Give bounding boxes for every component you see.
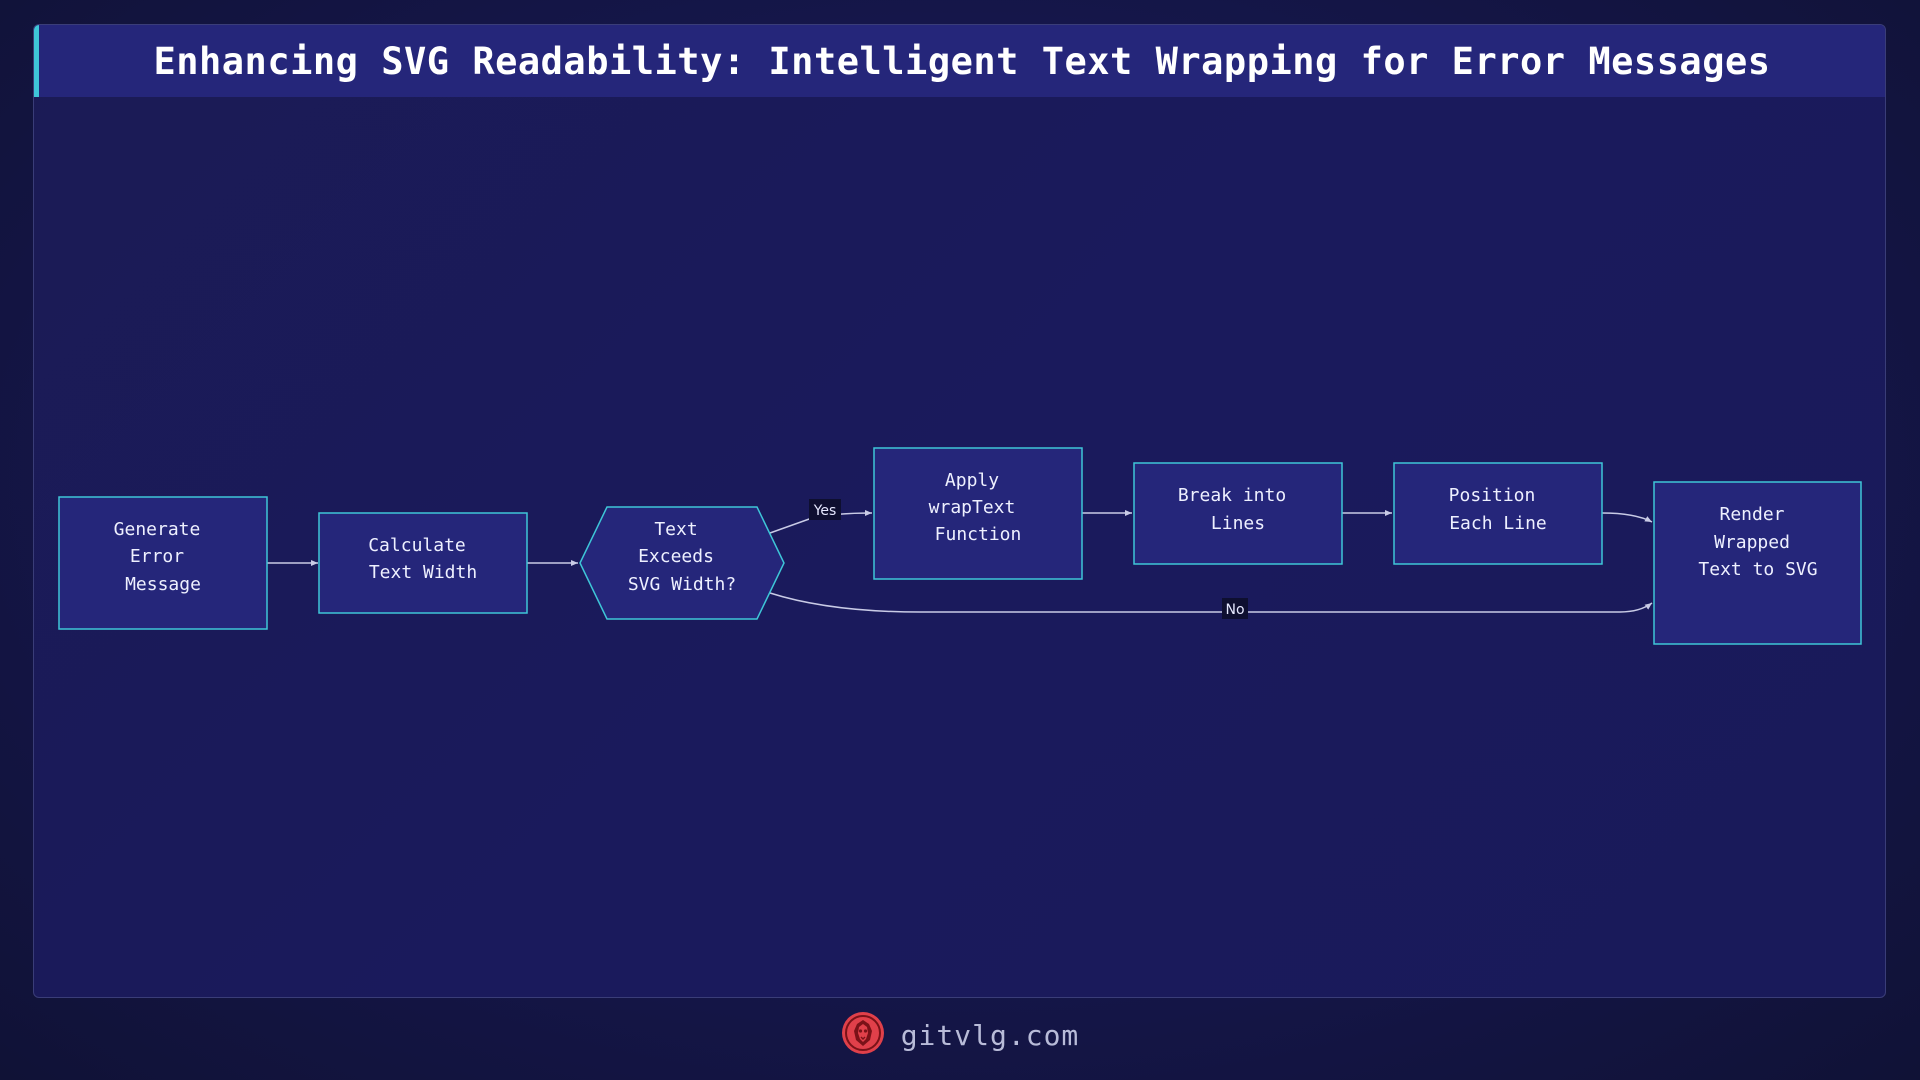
svg-text:Render: Render bbox=[1719, 504, 1784, 525]
svg-text:Text: Text bbox=[654, 519, 697, 540]
svg-text:Exceeds: Exceeds bbox=[638, 546, 714, 567]
node-position-each-line: Position Each Line bbox=[1393, 462, 1603, 565]
svg-text:Break into: Break into bbox=[1178, 485, 1286, 506]
svg-text:Wrapped: Wrapped bbox=[1714, 532, 1790, 553]
node-render-wrapped-text-to-svg: Render Wrapped Text to SVG bbox=[1653, 481, 1862, 645]
svg-text:Calculate: Calculate bbox=[368, 535, 466, 556]
edge-label-no: No bbox=[1222, 598, 1248, 619]
node-calculate-text-width: Calculate Text Width bbox=[318, 512, 528, 614]
svg-text:Position: Position bbox=[1449, 485, 1536, 506]
svg-text:wrapText: wrapText bbox=[929, 497, 1016, 518]
svg-text:Message: Message bbox=[125, 574, 201, 595]
svg-text:Error: Error bbox=[130, 546, 184, 567]
node-break-into-lines: Break into Lines bbox=[1133, 462, 1343, 565]
svg-text:Text to SVG: Text to SVG bbox=[1698, 559, 1817, 580]
footer-site-link[interactable]: gitvlg.com bbox=[900, 1018, 1080, 1052]
svg-text:Generate: Generate bbox=[114, 519, 201, 540]
edge-decision-to-render bbox=[769, 592, 1653, 613]
svg-text:SVG Width?: SVG Width? bbox=[628, 574, 736, 595]
edge-label-yes: Yes bbox=[809, 499, 841, 520]
page-title: Enhancing SVG Readability: Intelligent T… bbox=[153, 39, 1771, 83]
footer: gitvlg.com bbox=[0, 1010, 1920, 1060]
svg-text:Apply: Apply bbox=[945, 470, 999, 491]
svg-text:Yes: Yes bbox=[813, 503, 837, 519]
svg-text:Function: Function bbox=[935, 524, 1022, 545]
node-generate-error-message: Generate Error Message bbox=[58, 496, 268, 630]
svg-text:No: No bbox=[1225, 602, 1244, 618]
svg-text:Text Width: Text Width bbox=[369, 562, 477, 583]
title-bar: Enhancing SVG Readability: Intelligent T… bbox=[34, 25, 1885, 97]
edge-position-to-render bbox=[1601, 512, 1653, 523]
node-text-exceeds-svg-width: Text Exceeds SVG Width? bbox=[579, 506, 785, 620]
node-apply-wraptext-function: Apply wrapText Function bbox=[873, 447, 1083, 580]
svg-text:Each Line: Each Line bbox=[1449, 513, 1547, 534]
svg-text:Lines: Lines bbox=[1211, 513, 1265, 534]
lion-head-icon[interactable] bbox=[841, 1011, 885, 1059]
